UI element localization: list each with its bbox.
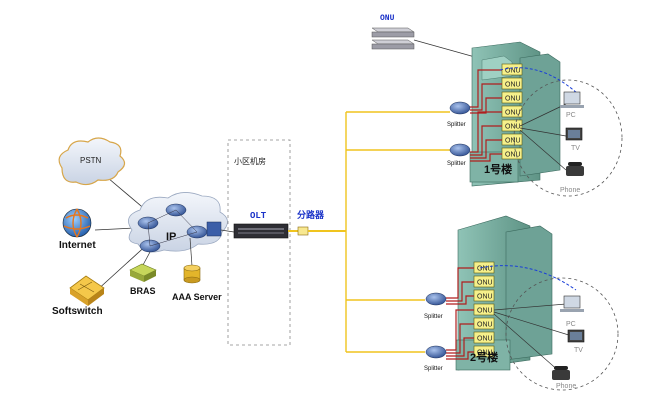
aaa-server-icon [183, 264, 201, 284]
pc-label: PC [566, 321, 576, 328]
link-softswitch-ip [94, 241, 151, 293]
building-2-copper-lines [446, 267, 474, 360]
building-1-copper-lines [468, 69, 502, 162]
tv-icon [567, 329, 585, 343]
building-1-onu-stack: ONU ONU ONU ONU ONU ONU ONU [501, 63, 523, 160]
splitter-label: Splitter [447, 122, 466, 128]
fiber-trunk [345, 111, 450, 353]
softswitch-label: Softswitch [52, 306, 103, 317]
splitter-main-label: 分路器 [297, 209, 325, 220]
olt-device-icon [233, 223, 289, 239]
pc-label: PC [566, 112, 576, 119]
tv-label: TV [574, 347, 583, 354]
bras-icon [129, 263, 157, 282]
building-2-onu-stack: ONU ONU ONU ONU ONU ONU ONU [473, 261, 495, 358]
building-1-label: 1号楼 [484, 162, 512, 176]
onu-box-label: ONU [477, 336, 493, 343]
onu-box-label: ONU [505, 82, 521, 89]
splitter-icon [425, 292, 447, 359]
splitter-icon [449, 101, 471, 157]
softswitch-icon [69, 275, 105, 306]
splitter-label: Splitter [424, 366, 443, 372]
onu-box-label: ONU [477, 308, 493, 315]
onu-box-label: ONU [477, 350, 493, 357]
building-2-blue-link [479, 265, 577, 291]
onu-box-label: ONU [505, 68, 521, 75]
olt-label: OLT [250, 211, 267, 221]
bras-label: BRAS [130, 286, 156, 296]
onu-box-label: ONU [505, 96, 521, 103]
onu-box-label: ONU [505, 152, 521, 159]
onu-box-label: ONU [505, 138, 521, 145]
onu-box-label: ONU [505, 124, 521, 131]
internet-globe-icon [62, 208, 92, 238]
onu-box-label: ONU [477, 322, 493, 329]
pstn-cloud [58, 137, 126, 186]
building-1-blue-link [499, 67, 579, 95]
onu-device-icon [371, 27, 415, 50]
phone-icon [566, 162, 584, 176]
building-2-label: 2号楼 [470, 350, 498, 364]
tv-label: TV [571, 145, 580, 152]
building-2 [455, 215, 553, 371]
pc-icon [560, 295, 584, 312]
internet-label: Internet [59, 240, 96, 251]
machine-room-label: 小区机房 [234, 156, 266, 166]
phone-label: Phone [556, 383, 576, 390]
ip-cloud-label: IP [166, 231, 176, 243]
onu-top-label: ONU [380, 14, 395, 23]
onu-box-label: ONU [477, 294, 493, 301]
onu-box-label: ONU [477, 280, 493, 287]
splitter-main-icon [297, 226, 309, 236]
phone-label: Phone [560, 187, 580, 194]
onu-box-label: ONU [477, 266, 493, 273]
pc-icon [560, 91, 584, 108]
onu-box-label: ONU [505, 110, 521, 117]
splitter-label: Splitter [424, 314, 443, 320]
aaa-server-label: AAA Server [172, 292, 222, 302]
router-icon [137, 203, 222, 253]
building-1-links-to-devices [519, 103, 567, 171]
link-internet-ip [94, 227, 136, 231]
building-2-links-to-devices [493, 303, 573, 373]
machine-room-box [227, 139, 291, 346]
phone-icon [552, 366, 570, 380]
building-1-user-zone [513, 79, 623, 197]
tv-icon [565, 127, 583, 141]
splitter-label: Splitter [447, 161, 466, 167]
pstn-label: PSTN [80, 156, 102, 165]
building-2-user-zone [505, 277, 619, 391]
